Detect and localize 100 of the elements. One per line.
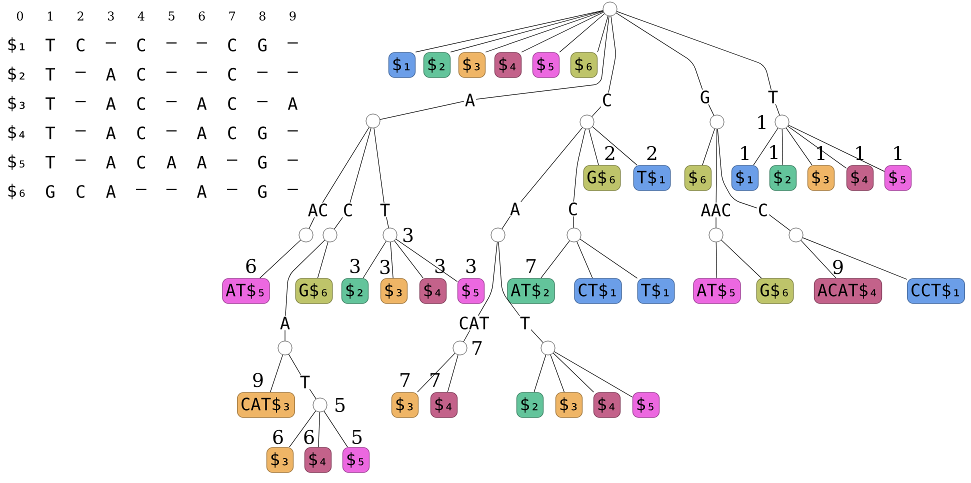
leaf-box: G$₆ — [295, 278, 333, 304]
leaf-box: $₃ — [807, 165, 835, 191]
leaf-box: AT$₅ — [693, 278, 741, 304]
alignment-symbol: — — [76, 130, 86, 132]
tree-edge — [616, 11, 780, 116]
leaf-box: $₄ — [430, 392, 458, 418]
leaf-box: T$₁ — [633, 165, 671, 191]
alignment-symbol: C — [228, 97, 236, 110]
alignment-symbol: — — [227, 160, 238, 161]
alignment-symbol: A — [197, 97, 207, 110]
edge-label: A — [278, 316, 292, 330]
tree-node-circle — [710, 114, 724, 130]
tree-node-circle — [788, 228, 804, 242]
leaf-box: $₃ — [266, 447, 294, 473]
alignment-symbol: T — [46, 97, 56, 110]
tree-edge — [552, 352, 594, 392]
tree-node-circle — [490, 228, 506, 242]
count-label: 7 — [472, 341, 482, 355]
leaf-box: $₅ — [457, 278, 485, 304]
tree-edge — [284, 240, 326, 342]
tree-edge — [717, 128, 791, 231]
tree-edge — [540, 240, 570, 278]
count-label: 3 — [435, 258, 445, 274]
tree-edge — [324, 410, 348, 448]
edge-label: T — [766, 90, 780, 104]
count-label: 3 — [350, 258, 360, 274]
leaf-box: $₃ — [391, 392, 419, 418]
alignment-symbol: A — [106, 156, 116, 168]
tree-edge — [317, 242, 328, 278]
sequence-name: $₁ — [8, 37, 25, 53]
edge-label: AC — [306, 202, 330, 218]
tree-node-circle — [774, 114, 790, 130]
tree-edge — [498, 242, 544, 343]
alignment-symbol: A — [106, 185, 116, 198]
alignment-symbol: T — [46, 38, 56, 52]
alignment-symbol: C — [228, 126, 236, 140]
tree-edge — [334, 128, 372, 230]
count-label: 7 — [526, 259, 536, 273]
count-label: 6 — [246, 258, 256, 274]
column-number: 4 — [138, 12, 144, 20]
tree-node-circle — [708, 228, 724, 242]
count-label: 1 — [894, 146, 902, 160]
alignment-symbol: C — [76, 185, 84, 198]
leaf-box: $₅ — [532, 52, 560, 78]
alignment-symbol: — — [106, 42, 116, 44]
count-label: 1 — [758, 114, 766, 130]
count-label: 6 — [304, 430, 314, 444]
alignment-symbol: A — [106, 68, 116, 80]
column-number: 0 — [16, 11, 24, 21]
alignment-symbol: C — [228, 38, 236, 52]
sequence-name: $₆ — [8, 184, 25, 200]
alignment-symbol: — — [288, 42, 298, 44]
edge-label: C — [342, 202, 354, 218]
tree-edge — [417, 352, 456, 392]
count-label: 3 — [380, 260, 390, 274]
tree-edge — [289, 410, 316, 448]
tree-node-circle — [298, 228, 314, 242]
alignment-symbol: A — [106, 126, 116, 140]
leaf-box: $₅ — [342, 447, 370, 473]
tree-edge — [554, 351, 633, 398]
leaf-box: ACAT$₄ — [814, 278, 882, 304]
alignment-symbol: — — [288, 160, 298, 161]
tree-node-circle — [322, 228, 338, 242]
alignment-symbol: — — [288, 188, 298, 190]
alignment-symbol: — — [166, 42, 177, 44]
tree-edge — [450, 10, 604, 52]
tree-edge — [597, 16, 608, 52]
tree-edge — [788, 126, 847, 169]
tree-edge — [588, 128, 599, 166]
alignment-symbol: G — [258, 38, 266, 52]
tree-edge — [390, 242, 394, 278]
alignment-symbol: — — [76, 160, 86, 161]
leaf-box: CAT$₃ — [237, 392, 295, 418]
tree-edge — [559, 13, 605, 52]
column-number: 2 — [78, 12, 84, 20]
alignment-symbol: — — [166, 72, 177, 73]
tree-edge — [616, 12, 714, 116]
leaf-box: $₁ — [731, 165, 759, 191]
edge-label: CAT — [458, 316, 490, 330]
leaf-box: T$₁ — [637, 278, 675, 304]
alignment-symbol: — — [76, 100, 86, 102]
alignment-symbol: C — [76, 38, 84, 52]
sequence-name: $₃ — [8, 96, 25, 112]
alignment-symbol: T — [46, 126, 56, 140]
leaf-box: AT$₅ — [222, 278, 270, 304]
count-label: 9 — [833, 260, 843, 274]
edge-label: T — [298, 374, 312, 390]
edge-label: AAC — [700, 202, 732, 218]
leaf-box: $₄ — [304, 447, 332, 473]
tree-node-circle — [580, 114, 594, 130]
edge-label: C — [566, 202, 580, 216]
tree-edge — [580, 238, 638, 278]
edge-label: C — [600, 92, 614, 108]
tree-edge — [380, 16, 610, 120]
tree-node-circle — [382, 228, 398, 242]
leaf-box: $₄ — [846, 165, 874, 191]
alignment-symbol: A — [197, 185, 207, 198]
leaf-box: $₂ — [516, 392, 544, 418]
count-label: 3 — [403, 228, 413, 242]
leaf-box: $₄ — [419, 278, 447, 304]
